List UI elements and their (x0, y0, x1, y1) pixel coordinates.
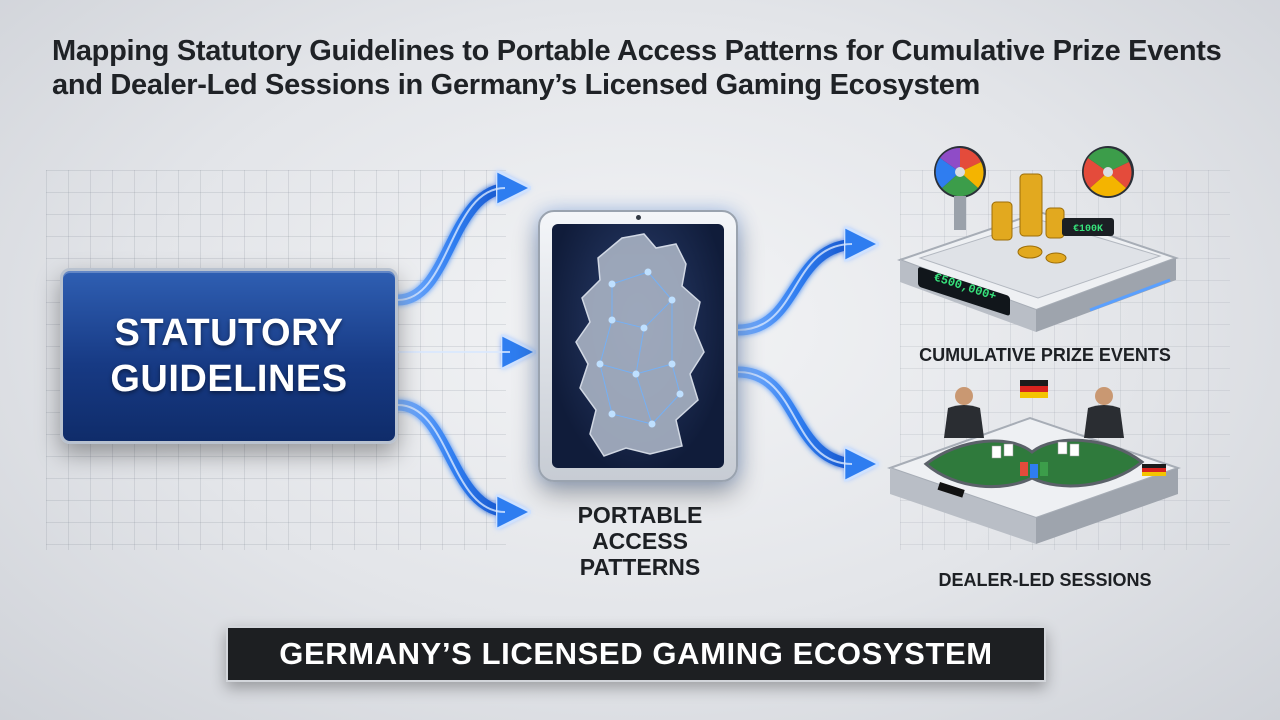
playing-cards-icon (991, 441, 1080, 459)
flag-icon-side (1142, 464, 1166, 476)
arrow-tablet-to-dealer (732, 366, 858, 464)
prize-wheel-icon-right (1082, 146, 1134, 198)
germany-map-icon (575, 233, 705, 457)
statutory-guidelines-node: STATUTORY GUIDELINES (60, 268, 398, 444)
card-table-icon (923, 438, 1145, 489)
portable-access-patterns-label: PORTABLE ACCESS PATTERNS (577, 502, 703, 580)
dealer-figure-icon-right (1084, 387, 1124, 438)
arrow-tablet-to-prizes (732, 244, 858, 336)
side-sign-panel (1062, 218, 1114, 236)
tablet-camera (636, 215, 641, 220)
flag-icon (1020, 380, 1048, 398)
tablet-screen (552, 224, 724, 468)
dealer-figure-icon (944, 387, 984, 438)
cumulative-prize-platform: €100K €500,000+ (880, 140, 1190, 340)
side-sign-text: €100K (1073, 224, 1103, 235)
arrow-guidelines-to-top (392, 188, 510, 306)
dealer-led-platform (880, 368, 1190, 568)
chip-stacks-icon (1020, 462, 1048, 478)
ecosystem-banner-text: GERMANY’S LICENSED GAMING ECOSYSTEM (279, 636, 993, 671)
led-display-panel (918, 267, 1010, 316)
prize-wheel-icon (934, 146, 986, 230)
arrow-guidelines-to-bottom (392, 399, 510, 512)
coin-stacks-icon (991, 173, 1067, 264)
dealer-led-sessions-label: DEALER-LED SESSIONS (938, 570, 1152, 590)
statutory-guidelines-label: STATUTORY GUIDELINES (110, 312, 348, 400)
tablet-device (538, 210, 738, 482)
ecosystem-banner: GERMANY’S LICENSED GAMING ECOSYSTEM (226, 626, 1046, 682)
diagram-title: Mapping Statutory Guidelines to Portable… (52, 35, 1222, 101)
cumulative-prize-events-label: CUMULATIVE PRIZE EVENTS (919, 345, 1171, 365)
